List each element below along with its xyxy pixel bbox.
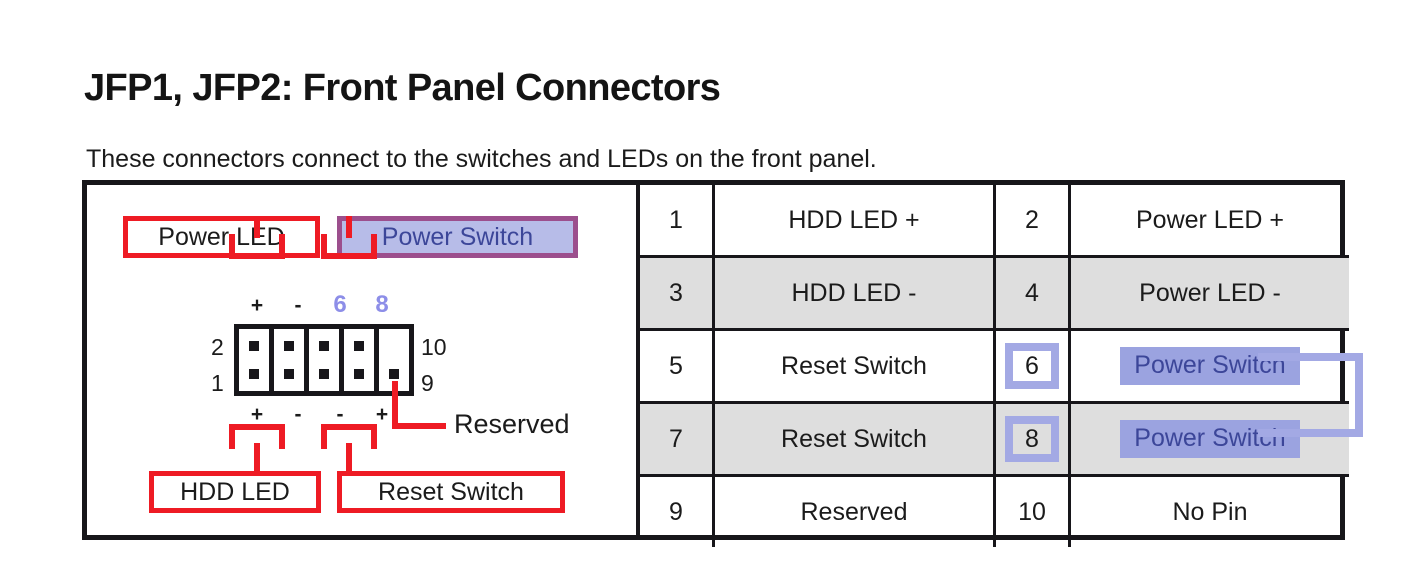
pin-dot-5 (319, 369, 329, 379)
page-subtitle: These connectors connect to the switches… (86, 145, 877, 173)
header-number-10: 10 (421, 334, 447, 360)
cell-pin-number-left: 5 (640, 328, 715, 404)
callout-power-led-label: Power LED (158, 222, 285, 251)
power-switch-link-bracket (1305, 353, 1363, 437)
pin-number-highlight: 8 (1005, 415, 1059, 463)
pin-dot-2 (249, 341, 259, 351)
cell-pin-number-left: 7 (640, 401, 715, 477)
pin-marker-bottom-1: + (250, 403, 264, 426)
pin-marker-top-1: + (250, 294, 264, 317)
leader-stem-power-led (254, 216, 260, 238)
pin-cell-4 (344, 329, 379, 391)
leader-stem-hdd-led (254, 443, 260, 473)
pin-description-highlight: Power Switch (1120, 420, 1300, 458)
cell-pin-number-right: 2 (993, 185, 1071, 258)
header-number-2: 2 (211, 334, 224, 360)
leader-stem-reset-switch (346, 443, 352, 473)
leader-stem-power-switch (346, 216, 352, 238)
pin-dot-6 (319, 341, 329, 351)
cell-pin-number-right: 6 (993, 328, 1071, 404)
pin-marker-bottom-4: + (375, 403, 389, 426)
callout-power-switch-label: Power Switch (381, 222, 534, 251)
cell-pin-number-right: 10 (993, 474, 1071, 547)
pin-cell-5 (379, 329, 409, 391)
pin-dot-4 (284, 341, 294, 351)
cell-pin-description-left: HDD LED + (712, 185, 996, 258)
callout-reserved-label: Reserved (454, 409, 570, 439)
link-stub-pin6 (1258, 353, 1308, 361)
connector-diagram: Power LED Power Switch HDD LED Reset Swi… (87, 185, 640, 535)
pin-header-graphic (234, 324, 414, 396)
pin-marker-bottom-2: - (294, 403, 302, 426)
cell-pin-description-left: HDD LED - (712, 255, 996, 331)
pin-cell-1 (239, 329, 274, 391)
callout-hdd-led: HDD LED (149, 471, 321, 513)
pin-dot-1 (249, 369, 259, 379)
leader-bracket-power-led (229, 234, 285, 259)
cell-pin-number-right: 8 (993, 401, 1071, 477)
cell-pin-description-left: Reset Switch (712, 401, 996, 477)
callout-hdd-led-label: HDD LED (180, 477, 290, 506)
leader-stem-reserved (392, 381, 398, 429)
page-title: JFP1, JFP2: Front Panel Connectors (84, 67, 721, 110)
cell-pin-number-left: 1 (640, 185, 715, 258)
cell-pin-description-left: Reset Switch (712, 328, 996, 404)
pin-cell-2 (274, 329, 309, 391)
cell-pin-description-right: Power LED + (1068, 185, 1349, 258)
pin-marker-top-2: - (294, 294, 302, 317)
callout-reset-switch: Reset Switch (337, 471, 565, 513)
leader-bracket-hdd-led (229, 424, 285, 449)
leader-arm-reserved (392, 423, 446, 429)
cell-pin-description-left: Reserved (712, 474, 996, 547)
cell-pin-description-right: Power Switch (1068, 401, 1349, 477)
pin-number-highlight: 6 (1005, 342, 1059, 390)
pin-dot-3 (284, 369, 294, 379)
connector-frame: Power LED Power Switch HDD LED Reset Swi… (82, 180, 1349, 547)
cell-pin-number-left: 9 (640, 474, 715, 547)
callout-power-switch: Power Switch (337, 216, 578, 258)
pin-dot-8 (354, 341, 364, 351)
cell-pin-description-right: No Pin (1068, 474, 1349, 547)
pin-marker-top-6: 6 (333, 291, 347, 318)
pin-dot-9 (389, 369, 399, 379)
header-number-9: 9 (421, 370, 434, 396)
pin-marker-bottom-3: - (336, 403, 344, 426)
pin-cell-3 (309, 329, 344, 391)
cell-pin-number-left: 3 (640, 255, 715, 331)
callout-reset-switch-label: Reset Switch (378, 477, 524, 506)
header-number-1: 1 (211, 370, 224, 396)
leader-bracket-power-switch (321, 234, 377, 259)
leader-bracket-reset-switch (321, 424, 377, 449)
link-stub-pin8 (1258, 429, 1308, 437)
callout-power-led: Power LED (123, 216, 320, 258)
cell-pin-number-right: 4 (993, 255, 1071, 331)
pin-dot-7 (354, 369, 364, 379)
cell-pin-description-right: Power LED - (1068, 255, 1349, 331)
pin-marker-top-8: 8 (375, 291, 389, 318)
